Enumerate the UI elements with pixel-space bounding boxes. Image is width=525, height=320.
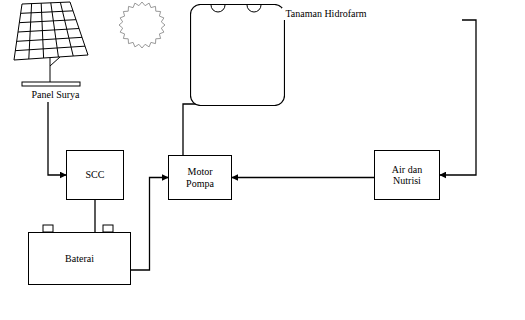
sun-symbol <box>119 2 165 48</box>
node-label: Air dan Nutrisi <box>384 164 430 187</box>
process-box: Motor Pompa <box>168 155 232 200</box>
plant-channel: Tanaman Hidrofarm <box>190 4 462 36</box>
node-label: SCC <box>86 169 105 181</box>
connector-arrow <box>94 200 95 232</box>
channel-outline <box>190 4 285 106</box>
connector-arrow <box>232 177 374 178</box>
battery-box: Baterai <box>28 232 131 285</box>
node-label: Tanaman Hidrofarm <box>282 8 369 20</box>
connector-arrow <box>440 20 476 175</box>
node-label: Baterai <box>65 253 94 265</box>
node-label: Panel Surya <box>31 89 79 101</box>
battery-terminals <box>43 225 113 232</box>
node-label: Motor Pompa <box>175 166 225 189</box>
connector-arrow <box>48 102 66 175</box>
solar-panel-symbol <box>14 2 88 86</box>
process-box: SCC <box>66 150 124 200</box>
process-box: Air dan Nutrisi <box>374 150 440 200</box>
connector-arrow <box>131 178 168 271</box>
panel-label: Panel Surya <box>8 0 103 102</box>
